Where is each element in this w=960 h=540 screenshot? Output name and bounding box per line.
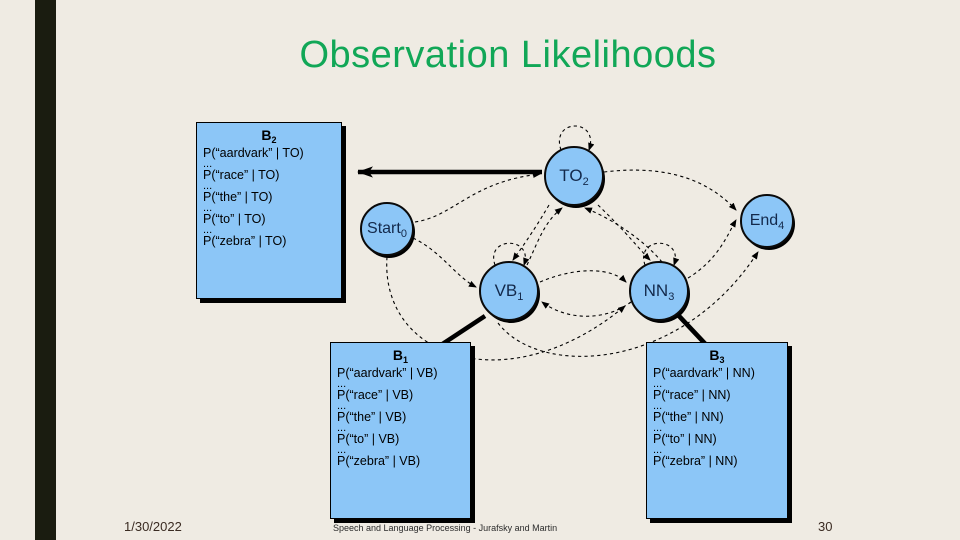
arc-start-vb <box>412 237 477 288</box>
emission-ellipsis: ... <box>337 399 347 412</box>
footer-attribution: Speech and Language Processing - Jurafsk… <box>333 523 558 533</box>
emission-line: P(“race” | TO) <box>203 167 280 182</box>
arc-vb-nn <box>539 270 627 283</box>
emission-line: P(“the” | NN) <box>653 409 724 424</box>
emission-ellipsis: ... <box>653 444 663 457</box>
state-node-vb: VB1 <box>479 261 539 321</box>
emission-line: P(“the” | VB) <box>337 409 407 424</box>
state-label: Start0 <box>367 220 407 240</box>
emission-box-b3-title-letter: B <box>709 347 720 363</box>
emission-box-b3-title: B3 <box>653 347 781 365</box>
arc-to-nn <box>597 204 651 261</box>
state-label-subscript: 1 <box>517 291 524 303</box>
emission-box-b1: B1 P(“aardvark” | VB) ... P(“race” | VB)… <box>330 342 471 519</box>
emission-box-b1-title: B1 <box>337 347 464 365</box>
emission-box-b2-title: B2 <box>203 127 335 145</box>
state-label-text: NN <box>643 281 669 300</box>
emission-ellipsis: ... <box>203 224 213 237</box>
arc-vb-end <box>497 251 759 357</box>
emission-line: P(“race” | VB) <box>337 387 414 402</box>
emission-ellipsis: ... <box>203 179 213 192</box>
emission-box-b1-title-subscript: 1 <box>403 355 409 365</box>
emission-ellipsis: ... <box>337 444 347 457</box>
arc-to-vb <box>512 204 550 261</box>
state-label-text: Start <box>367 220 401 237</box>
state-node-end: End4 <box>740 194 794 248</box>
arc-to-self <box>558 125 595 151</box>
emission-box-b2: B2 P(“aardvark” | TO) ... P(“race” | TO)… <box>196 122 342 299</box>
state-label-subscript: 0 <box>400 228 407 240</box>
arc-vb-to <box>526 207 563 266</box>
state-node-to: TO2 <box>544 146 604 206</box>
left-accent-stripe <box>35 0 56 540</box>
emission-ellipsis: ... <box>653 399 663 412</box>
state-label: NN3 <box>643 281 675 303</box>
state-node-start: Start0 <box>360 202 414 256</box>
state-label-subscript: 4 <box>778 220 785 232</box>
emission-box-b2-title-subscript: 2 <box>271 135 277 145</box>
arc-nn-to <box>584 207 663 263</box>
emission-line: P(“zebra” | VB) <box>337 454 421 469</box>
emission-box-b2-title-letter: B <box>261 127 272 143</box>
hmm-diagram: B2 P(“aardvark” | TO) ... P(“race” | TO)… <box>180 110 800 520</box>
emission-ellipsis: ... <box>653 377 663 390</box>
emission-line: P(“aardvark” | TO) <box>203 145 304 160</box>
state-label: End4 <box>749 212 785 232</box>
emission-line: P(“the” | TO) <box>203 189 273 204</box>
state-label-text: VB <box>494 281 518 300</box>
emission-line: P(“aardvark” | NN) <box>653 365 755 380</box>
emission-ellipsis: ... <box>337 377 347 390</box>
emission-ellipsis: ... <box>653 422 663 435</box>
page-title: Observation Likelihoods <box>299 34 717 76</box>
footer-date: 1/30/2022 <box>124 519 182 534</box>
emission-line: P(“zebra” | NN) <box>653 454 738 469</box>
arc-to-end <box>603 169 737 211</box>
emission-box-b3-title-subscript: 3 <box>719 355 725 365</box>
emission-ellipsis: ... <box>203 157 213 170</box>
state-label-subscript: 2 <box>582 176 589 188</box>
emission-box-b3: B3 P(“aardvark” | NN) ... P(“race” | NN)… <box>646 342 788 519</box>
state-label-subscript: 3 <box>668 291 675 303</box>
emission-ellipsis: ... <box>203 202 213 215</box>
emission-line: P(“race” | NN) <box>653 387 731 402</box>
state-label: TO2 <box>559 166 589 188</box>
emission-line: P(“aardvark” | VB) <box>337 365 438 380</box>
emission-box-b1-title-letter: B <box>392 347 404 363</box>
footer-page-number: 30 <box>818 519 833 534</box>
emission-ellipsis: ... <box>337 422 347 435</box>
emission-line: P(“zebra” | TO) <box>203 234 287 249</box>
arc-start-to <box>414 171 541 223</box>
emission-line: P(“to” | TO) <box>203 212 266 227</box>
arc-nn-vb <box>541 301 632 317</box>
state-label: VB1 <box>494 281 524 303</box>
state-node-nn: NN3 <box>629 261 689 321</box>
state-label-text: End <box>749 212 779 229</box>
state-label-text: TO <box>559 166 583 185</box>
emission-line: P(“to” | NN) <box>653 432 717 447</box>
arc-nn-end <box>687 219 737 279</box>
arc-vb-self <box>493 242 530 266</box>
emission-line: P(“to” | VB) <box>337 432 400 447</box>
